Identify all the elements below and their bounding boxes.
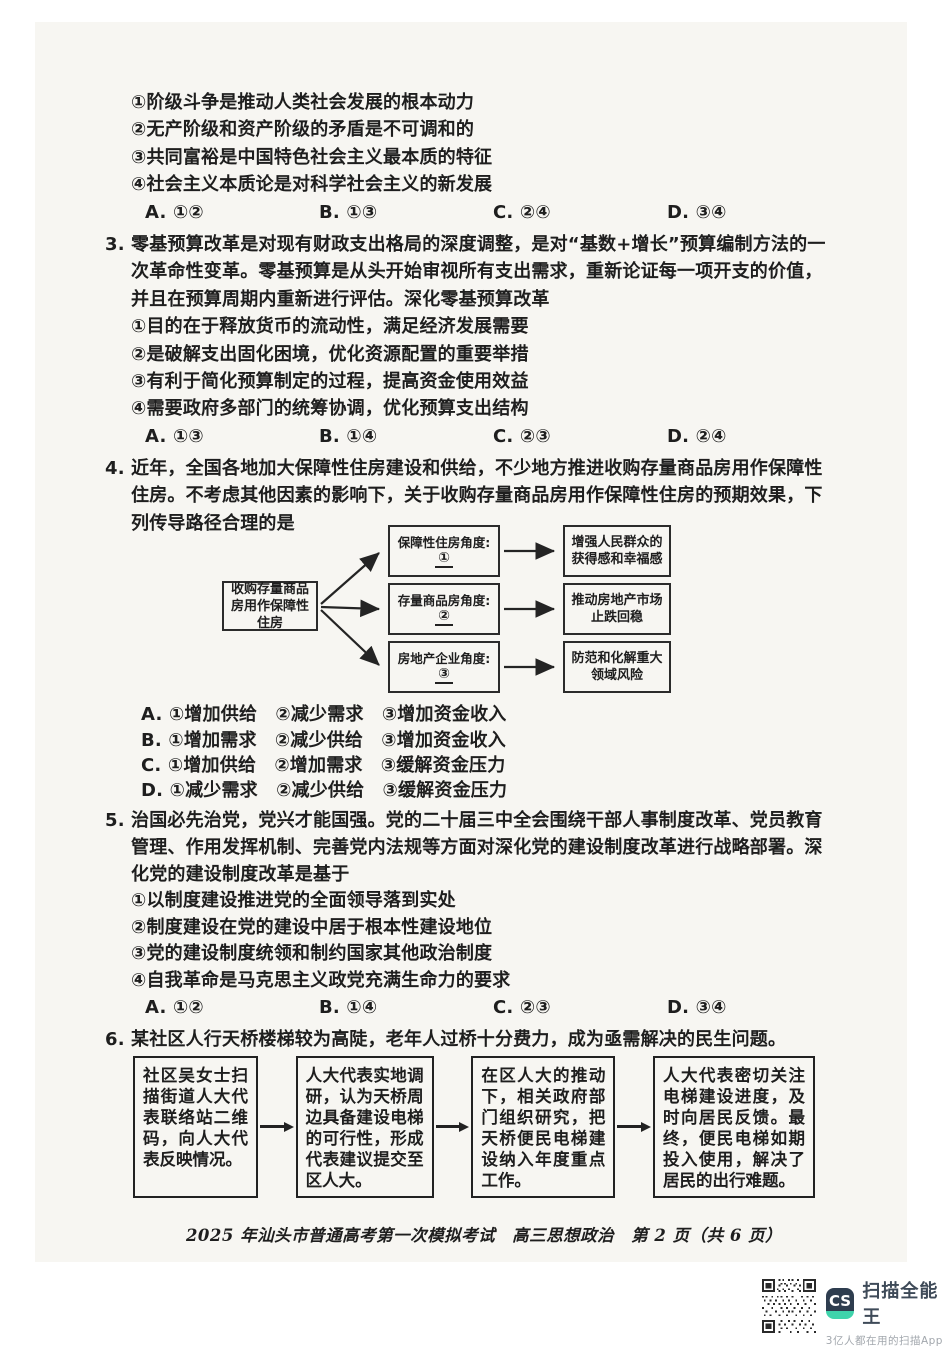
qr-code-icon bbox=[762, 1279, 816, 1333]
q3-option-b: B. ①④ bbox=[319, 425, 378, 447]
q5-option-b: B. ①④ bbox=[319, 996, 378, 1018]
diagram-source-box: 收购存量商品房用作保障性住房 bbox=[222, 581, 318, 632]
q6-stem-line: 6. 某社区人行天桥楼梯较为高陡，老年人过桥十分费力，成为亟需解决的民生问题。 bbox=[105, 1026, 867, 1053]
page-footer: 2025 年汕头市普通高考第一次模拟考试 高三思想政治 第 2 页（共 6 页） bbox=[185, 1225, 783, 1245]
question-5: 5. 治国必先治党，党兴才能国强。党的二十届三中全会围绕干部人事制度改革、党员教育… bbox=[105, 808, 867, 1022]
diagram-angle-box-3: 房地产企业角度: ③ bbox=[388, 641, 500, 694]
watermark-text-block: CS 扫描全能王 3亿人都在用的扫描App bbox=[825, 1277, 950, 1348]
q4-option-c: C. ①增加供给 ②增加需求 ③缓解资金压力 bbox=[141, 754, 506, 776]
q2-option-d: D. ③④ bbox=[667, 201, 727, 223]
q2-option-a: A. ①② bbox=[145, 201, 204, 223]
q5-item-2: ②制度建设在党的建设中居于根本性建设地位 bbox=[131, 916, 493, 938]
q5-stem-line-2: 管理、作用发挥机制、完善党内法规等方面对深化党的建设制度改革进行战略部署。深 bbox=[131, 837, 823, 859]
q3-option-c: C. ②③ bbox=[493, 425, 551, 447]
q4-stem-line-2: 住房。不考虑其他因素的影响下，关于收购存量商品房用作保障性住房的预期效果，下 bbox=[131, 485, 823, 507]
exam-sheet: ①阶级斗争是推动人类社会发展的根本动力 ②无产阶级和资产阶级的矛盾是不可调和的 … bbox=[35, 22, 907, 1262]
q3-item-4: ④需要政府多部门的统筹协调，优化预算支出结构 bbox=[131, 398, 529, 420]
q4-option-a: A. ①增加供给 ②减少需求 ③增加资金收入 bbox=[141, 704, 507, 726]
q3-item-3: ③有利于简化预算制定的过程，提高资金使用效益 bbox=[131, 370, 529, 392]
watermark-title: 扫描全能王 bbox=[862, 1281, 939, 1328]
q4-stem-line-3: 列传导路径合理的是 bbox=[131, 512, 295, 534]
q5-item-3: ③党的建设制度统领和制约国家其他政治制度 bbox=[131, 943, 493, 965]
q3-option-d: D. ②④ bbox=[667, 425, 727, 447]
diagram-angle-box-2: 存量商品房角度: ② bbox=[388, 583, 500, 636]
q3-options-row: A. ①③ B. ①④ C. ②③ D. ②④ bbox=[131, 423, 867, 450]
diagram-angle-box-1: 保障性住房角度: ① bbox=[388, 525, 500, 578]
diagram-effect-box-1: 增强人民群众的获得感和幸福感 bbox=[563, 525, 671, 578]
q4-stem-text-1: 近年，全国各地加大保障性住房建设和供给，不少地方推进收购存量商品房用作保障性 bbox=[131, 458, 823, 480]
q3-option-a: A. ①③ bbox=[145, 425, 204, 447]
q5-stem-line-1: 5. 治国必先治党，党兴才能国强。党的二十届三中全会围绕干部人事制度改革、党员教育 bbox=[105, 808, 867, 835]
q2-item-1: ①阶级斗争是推动人类社会发展的根本动力 bbox=[131, 92, 475, 113]
question-2-fragment: ①阶级斗争是推动人类社会发展的根本动力 ②无产阶级和资产阶级的矛盾是不可调和的 … bbox=[131, 89, 867, 226]
q5-stem-text-1: 治国必先治党，党兴才能国强。党的二十届三中全会围绕干部人事制度改革、党员教育 bbox=[131, 810, 823, 832]
q2-options-row: A. ①② B. ①③ C. ②④ D. ③④ bbox=[131, 199, 867, 226]
q3-stem-line-3: 并且在预算周期内重新进行评估。深化零基预算改革 bbox=[131, 288, 550, 310]
flow-box-3: 在区人大的推动下，相关政府部门组织研究，把天桥便民电梯建设纳入年度重点工作。 bbox=[471, 1055, 616, 1198]
q4-transmission-diagram: 收购存量商品房用作保障性住房 保障性住房角度: ① 存量商品房角度: ② 房地产… bbox=[180, 523, 750, 697]
diagram-effect-box-2: 推动房地产市场止跌回稳 bbox=[563, 583, 671, 636]
q2-option-b: B. ①③ bbox=[319, 201, 378, 223]
q4-stem-line-1: 4. 近年，全国各地加大保障性住房建设和供给，不少地方推进收购存量商品房用作保障性 bbox=[105, 455, 867, 482]
q5-item-1: ①以制度建设推进党的全面领导落到实处 bbox=[131, 890, 456, 912]
q2-item-3: ③共同富裕是中国特色社会主义最本质的特征 bbox=[131, 146, 493, 168]
question-4: 4. 近年，全国各地加大保障性住房建设和供给，不少地方推进收购存量商品房用作保障性… bbox=[105, 455, 867, 803]
angle-3-blank: ③ bbox=[435, 666, 453, 684]
camscanner-watermark: CS 扫描全能王 3亿人都在用的扫描App bbox=[762, 1277, 950, 1348]
q5-options-row: A. ①② B. ①④ C. ②③ D. ③④ bbox=[131, 995, 867, 1022]
exam-content: ①阶级斗争是推动人类社会发展的根本动力 ②无产阶级和资产阶级的矛盾是不可调和的 … bbox=[105, 89, 867, 1246]
flow-box-1: 社区吴女士扫描街道人大代表联络站二维码，向人大代表反映情况。 bbox=[133, 1055, 258, 1198]
angle-1-title: 保障性住房角度: bbox=[397, 534, 491, 550]
q5-option-d: D. ③④ bbox=[667, 996, 727, 1018]
q4-option-b: B. ①增加需求 ②减少供给 ③增加资金收入 bbox=[141, 729, 506, 751]
q3-item-1: ①目的在于释放货币的流动性，满足经济发展需要 bbox=[131, 316, 529, 338]
q3-stem-line-2: 次革命性变革。零基预算是从头开始审视所有支出需求，重新论证每一项开支的价值， bbox=[131, 261, 823, 283]
watermark-subtitle: 3亿人都在用的扫描App bbox=[825, 1335, 943, 1347]
flow-box-4: 人大代表密切关注电梯建设进度，及时向居民反馈。最终，便民电梯如期投入使用，解决了… bbox=[653, 1055, 816, 1198]
q6-number: 6. bbox=[105, 1029, 125, 1051]
flow-arrow-3-icon bbox=[615, 1121, 653, 1132]
q2-item-4: ④社会主义本质论是对科学社会主义的新发展 bbox=[131, 174, 493, 196]
flow-arrow-2-icon bbox=[434, 1121, 472, 1132]
angle-2-blank: ② bbox=[435, 608, 453, 626]
q4-number: 4. bbox=[105, 458, 125, 480]
diagram-effect-box-3: 防范和化解重大领域风险 bbox=[563, 641, 671, 694]
q5-option-a: A. ①② bbox=[145, 996, 204, 1018]
q3-stem-line-1: 3. 零基预算改革是对现有财政支出格局的深度调整，是对“基数+增长”预算编制方法的… bbox=[105, 231, 867, 258]
q3-number: 3. bbox=[105, 233, 125, 255]
diagram-arrows bbox=[320, 542, 556, 677]
q2-option-c: C. ②④ bbox=[493, 201, 551, 223]
q6-stem-text: 某社区人行天桥楼梯较为高陡，老年人过桥十分费力，成为亟需解决的民生问题。 bbox=[131, 1029, 787, 1051]
q5-option-c: C. ②③ bbox=[493, 996, 551, 1018]
angle-3-title: 房地产企业角度: bbox=[397, 650, 491, 666]
q5-stem-line-3: 化党的建设制度改革是基于 bbox=[131, 863, 350, 885]
camscanner-logo-icon: CS bbox=[825, 1287, 855, 1319]
q4-option-d: D. ①减少需求 ②减少供给 ③缓解资金压力 bbox=[141, 780, 508, 802]
q5-number: 5. bbox=[105, 810, 125, 832]
angle-2-title: 存量商品房角度: bbox=[397, 592, 491, 608]
angle-1-blank: ① bbox=[435, 550, 453, 568]
q6-flowchart: 社区吴女士扫描街道人大代表联络站二维码，向人大代表反映情况。 人大代表实地调研，… bbox=[133, 1055, 816, 1198]
flow-arrow-1-icon bbox=[258, 1121, 296, 1132]
q2-item-2: ②无产阶级和资产阶级的矛盾是不可调和的 bbox=[131, 119, 475, 141]
question-6: 6. 某社区人行天桥楼梯较为高陡，老年人过桥十分费力，成为亟需解决的民生问题。 社… bbox=[105, 1026, 867, 1198]
q3-item-2: ②是破解支出固化困境，优化资源配置的重要举措 bbox=[131, 343, 529, 365]
question-3: 3. 零基预算改革是对现有财政支出格局的深度调整，是对“基数+增长”预算编制方法的… bbox=[105, 231, 867, 450]
q5-item-4: ④自我革命是马克思主义政党充满生命力的要求 bbox=[131, 970, 511, 991]
q3-stem-text-1: 零基预算改革是对现有财政支出格局的深度调整，是对“基数+增长”预算编制方法的一 bbox=[131, 233, 826, 255]
flow-box-2: 人大代表实地调研，认为天桥周边具备建设电梯的可行性，形成代表建议提交至区人大。 bbox=[295, 1055, 434, 1198]
